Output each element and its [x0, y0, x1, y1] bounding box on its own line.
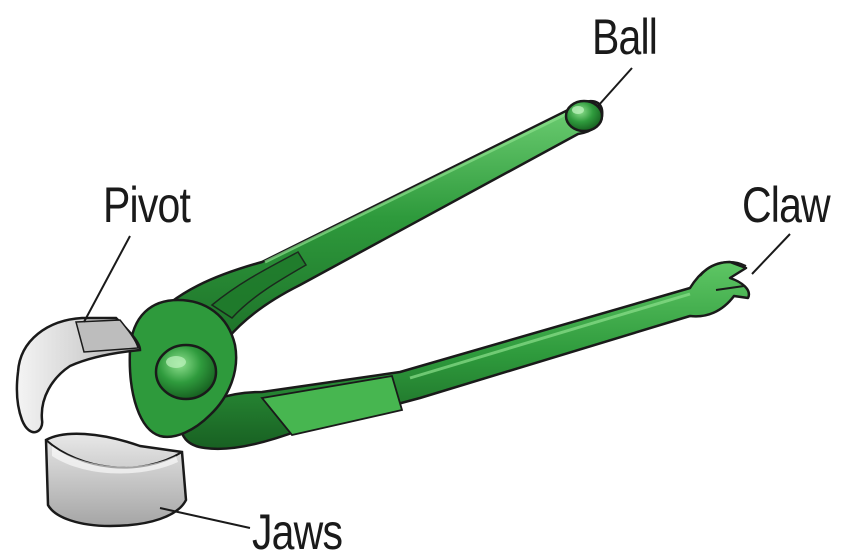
- label-jaws: Jaws: [252, 507, 342, 557]
- upper-jaw: [17, 318, 140, 432]
- lower-jaw: [46, 434, 186, 526]
- label-pivot: Pivot: [103, 180, 190, 230]
- leader-line-pivot: [84, 236, 130, 322]
- label-claw: Claw: [742, 180, 830, 230]
- pivot-rivet: [156, 345, 216, 399]
- leader-line-jaws: [160, 508, 250, 528]
- ball-end: [566, 101, 602, 131]
- label-ball: Ball: [592, 12, 657, 62]
- leader-line-claw: [752, 234, 790, 274]
- leader-line-ball: [598, 68, 632, 106]
